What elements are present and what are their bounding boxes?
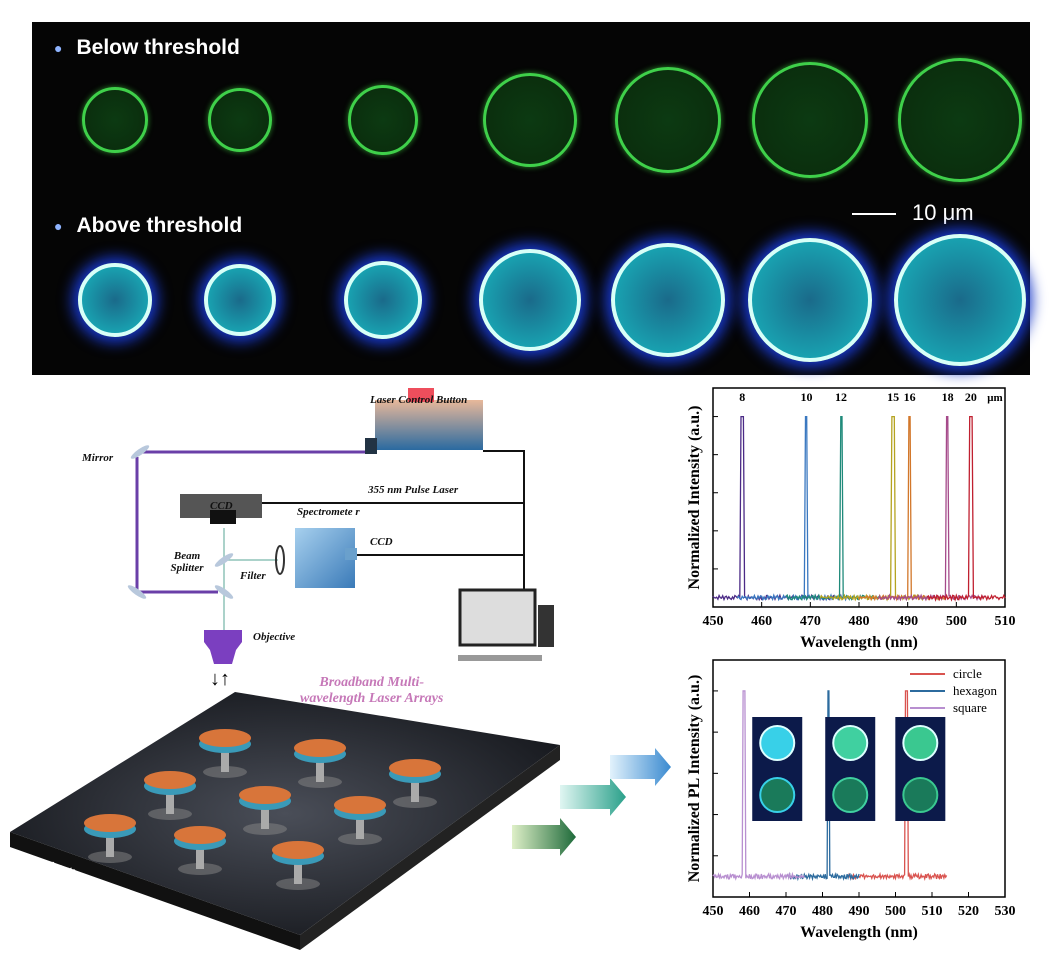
x-tick-label: 530 <box>995 904 1016 919</box>
substrate <box>10 692 560 935</box>
legend-label: hexagon <box>953 683 998 698</box>
microdisk-above-threshold <box>894 234 1026 366</box>
x-tick-label: 490 <box>849 904 870 919</box>
series-12-line <box>785 415 880 602</box>
x-tick-label: 470 <box>800 614 821 629</box>
computer-icon <box>458 588 554 661</box>
laser-pillar <box>199 729 251 778</box>
below-threshold-label: ●Below threshold <box>54 36 240 59</box>
x-axis-label: Wavelength (nm) <box>800 924 918 941</box>
spectrometer-label: Spectromete r <box>297 506 360 518</box>
svg-text:↓↑: ↓↑ <box>210 668 230 690</box>
microdisk-above-threshold <box>204 264 276 336</box>
x-tick-label: 480 <box>849 614 870 629</box>
peak-label: 16 <box>904 390 916 404</box>
x-tick-label: 520 <box>958 904 979 919</box>
peak-label: 15 <box>887 390 899 404</box>
above-threshold-label: ●Above threshold <box>54 214 243 237</box>
setup-diagram: ↓↑ <box>10 388 671 950</box>
arrow-icon <box>512 818 576 856</box>
laser-pillar <box>174 826 226 875</box>
beam-splitter-label: Beam Splitter <box>170 550 204 574</box>
laser-pillar <box>84 814 136 863</box>
microdisk-above-threshold <box>748 238 872 362</box>
laser-pillar <box>389 759 441 808</box>
x-tick-label: 500 <box>946 614 967 629</box>
inset-image <box>895 717 946 821</box>
microdisk-below-threshold <box>615 67 721 173</box>
scale-bar: 10 μm <box>852 200 974 226</box>
ccd-right-label: CCD <box>370 536 393 548</box>
microdisk-below-threshold <box>752 62 868 178</box>
x-tick-label: 460 <box>751 614 772 629</box>
x-tick-label: 480 <box>812 904 833 919</box>
x-tick-label: 510 <box>995 614 1016 629</box>
microdisk-below-threshold <box>483 73 577 167</box>
laser-label: 355 nm Pulse Laser <box>368 484 459 496</box>
microdisk-below-threshold <box>82 87 148 153</box>
microdisk-above-threshold <box>611 243 725 357</box>
mirror-label: Mirror <box>82 452 114 464</box>
series-20-line <box>926 415 1006 602</box>
series-8-line <box>712 415 850 602</box>
laser-arrays-label: Broadband Multi-wavelength Laser Arrays <box>300 675 444 706</box>
laser-pillar <box>144 771 196 820</box>
laser-control-button-icon <box>408 388 434 402</box>
y-axis-label: Normalized Intensity (a.u.) <box>686 406 703 590</box>
laser-pillar <box>239 786 291 835</box>
peak-label: 20 <box>965 390 977 404</box>
legend-label: square <box>953 700 987 715</box>
peak-label: 18 <box>942 390 954 404</box>
series-square-line <box>712 690 805 881</box>
objective-icon <box>204 630 242 664</box>
arrow-icon <box>610 748 671 786</box>
x-tick-label: 490 <box>897 614 918 629</box>
microdisk-above-threshold <box>479 249 581 351</box>
laser-icon <box>375 400 483 450</box>
laser-pillar <box>294 739 346 788</box>
peak-label: 10 <box>800 390 812 404</box>
peak-label: 8 <box>739 390 745 404</box>
filter-label: Filter <box>240 570 266 582</box>
laser-pillar <box>334 796 386 845</box>
x-tick-label: 450 <box>703 904 724 919</box>
microdisk-above-threshold <box>78 263 152 337</box>
inset-image <box>752 717 803 821</box>
microdisk-below-threshold <box>208 88 272 152</box>
microscopy-panel: ●Below threshold ●Above threshold 10 μm <box>32 22 1030 375</box>
series-10-line <box>736 415 855 602</box>
x-tick-label: 510 <box>922 904 943 919</box>
y-axis-label: Normalized PL Intensity (a.u.) <box>686 675 703 883</box>
microdisk-below-threshold <box>348 85 418 155</box>
laser-button-label: Laser Control Button <box>370 394 468 406</box>
series-16-line <box>858 415 948 602</box>
objective-label: Objective <box>253 631 296 643</box>
microdisk-above-threshold <box>344 261 422 339</box>
unit-label: μm <box>987 392 1002 404</box>
x-tick-label: 500 <box>885 904 906 919</box>
legend-label: circle <box>953 666 982 681</box>
x-tick-label: 460 <box>739 904 760 919</box>
series-circle-line <box>847 690 948 882</box>
ccd-top-label: CCD <box>210 500 233 512</box>
filter-icon <box>275 545 285 575</box>
x-axis-label: Wavelength (nm) <box>800 634 918 651</box>
arrow-icon <box>560 778 626 816</box>
inset-image <box>825 717 876 821</box>
laser-pillar <box>272 841 324 890</box>
x-tick-label: 450 <box>703 614 724 629</box>
x-tick-label: 470 <box>776 904 797 919</box>
peak-label: 12 <box>835 390 847 404</box>
microdisk-below-threshold <box>898 58 1022 182</box>
plot-frame <box>712 387 1006 608</box>
